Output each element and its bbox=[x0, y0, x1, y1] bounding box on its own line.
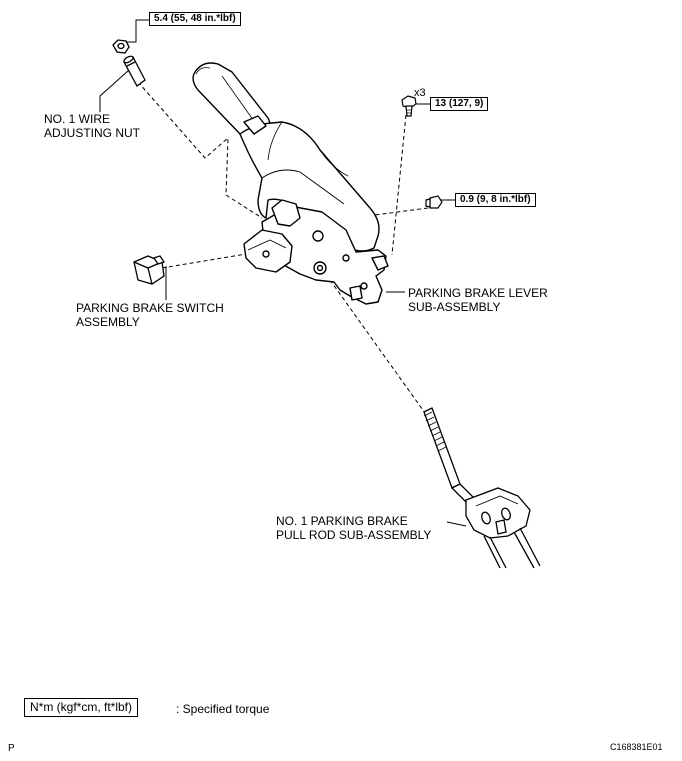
wire-adjusting-nut-label: NO. 1 WIRE ADJUSTING NUT bbox=[44, 112, 140, 140]
parking-brake-lever-label: PARKING BRAKE LEVER SUB-ASSEMBLY bbox=[408, 286, 548, 314]
parking-brake-switch-label: PARKING BRAKE SWITCH ASSEMBLY bbox=[76, 301, 224, 329]
adjusting-nut-part bbox=[112, 39, 146, 87]
parking-brake-lever bbox=[192, 62, 389, 305]
parking-brake-switch-part bbox=[133, 255, 166, 285]
switch-screw-part bbox=[425, 195, 443, 209]
lever-bolt-part bbox=[401, 95, 417, 117]
torque-legend-description: : Specified torque bbox=[176, 702, 270, 716]
figure-code: C168381E01 bbox=[610, 742, 663, 752]
pull-rod-label: NO. 1 PARKING BRAKE PULL ROD SUB-ASSEMBL… bbox=[276, 514, 432, 542]
torque-box-adjusting-nut: 5.4 (55, 48 in.*lbf) bbox=[149, 12, 241, 26]
quantity-label: x3 bbox=[414, 87, 426, 99]
torque-legend-box: N*m (kgf*cm, ft*lbf) bbox=[24, 698, 139, 717]
torque-box-lever-bolt: 13 (127, 9) bbox=[430, 97, 489, 111]
torque-box-switch-screw: 0.9 (9, 8 in.*lbf) bbox=[455, 193, 536, 207]
footer-left-mark: P bbox=[8, 743, 15, 754]
pull-rod-part bbox=[423, 407, 541, 569]
